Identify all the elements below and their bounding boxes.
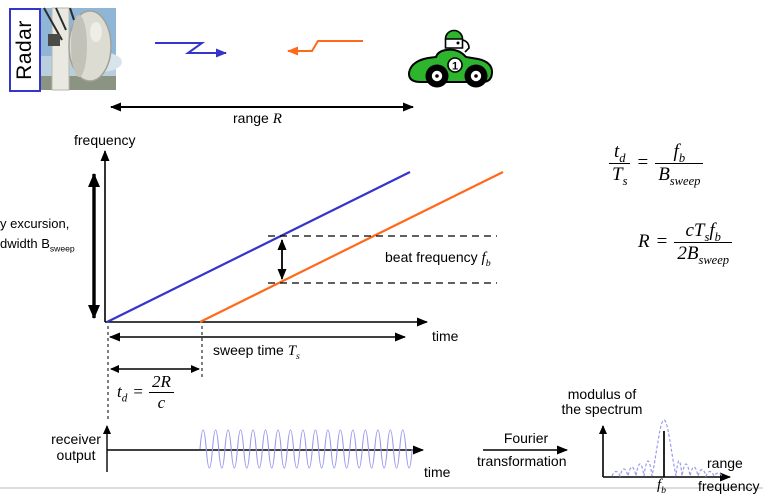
radar-title: Radar xyxy=(13,20,36,80)
delay-formula: td = 2R c xyxy=(117,373,174,412)
radar-title-box: Radar xyxy=(9,8,41,92)
range-formula: R = cTsfb 2Bsweep xyxy=(638,221,733,266)
spectrum-title: modulus of the spectrum xyxy=(561,386,643,417)
driver-helmet xyxy=(444,29,464,40)
mast-bracket xyxy=(48,34,60,46)
receive-ramp xyxy=(199,171,504,323)
receiver-output-label: receiver output xyxy=(51,431,101,463)
receiver-time-label: time xyxy=(424,464,451,480)
ratio-formula: td Ts = fb Bsweep xyxy=(609,142,704,187)
spectrum-frequency-label: frequency xyxy=(698,478,760,494)
spectrum-sinc-curve xyxy=(611,419,723,479)
radar-dish-rim xyxy=(71,15,87,77)
range-label: range R xyxy=(233,110,282,127)
transmit-ramp xyxy=(106,171,411,323)
excursion-label: y excursion, dwidth Bsweep xyxy=(0,216,75,254)
transmit-chirp-arrow xyxy=(155,42,227,58)
frequency-axis-label: frequency xyxy=(74,132,136,148)
fourier-label-top: Fourier xyxy=(503,430,549,446)
beat-frequency-label: beat frequency fb xyxy=(385,249,491,269)
radar-photo xyxy=(38,7,122,91)
car-illustration: 1 xyxy=(407,29,494,88)
time-axis-label: time xyxy=(432,328,459,344)
spectrum-range-label: range xyxy=(707,455,743,471)
spectrum-peak-label: fb xyxy=(657,477,667,496)
car-number: 1 xyxy=(452,61,458,73)
receiver-wave xyxy=(199,429,413,469)
car-number-plate xyxy=(447,57,463,73)
fourier-label-bottom: transformation xyxy=(477,453,567,469)
sweep-time-label: sweep time Ts xyxy=(213,342,300,362)
receive-chirp-arrow xyxy=(287,40,363,56)
